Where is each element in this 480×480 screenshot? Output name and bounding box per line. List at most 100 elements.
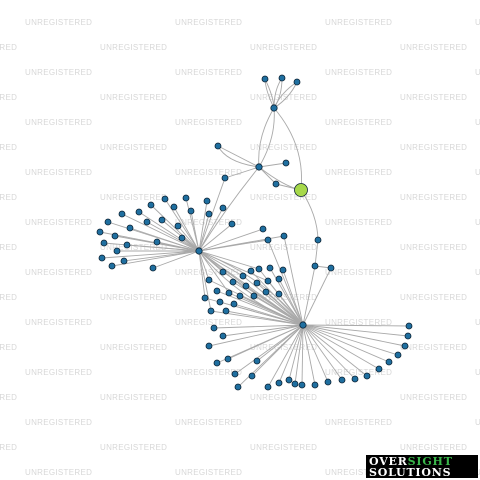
graph-edge	[302, 324, 329, 383]
graph-node	[275, 379, 283, 387]
graph-edge	[198, 223, 233, 252]
graph-node	[314, 236, 322, 244]
graph-node	[279, 266, 287, 274]
graph-edge	[177, 225, 200, 252]
graph-edge	[227, 324, 304, 360]
graph-edge	[278, 324, 304, 384]
graph-edge	[208, 324, 304, 347]
graph-node	[228, 220, 236, 228]
graph-node	[282, 159, 290, 167]
logo-row2: SOLUTIONS	[369, 467, 451, 478]
graph-node	[275, 290, 283, 298]
graph-node	[104, 218, 112, 226]
graph-edge	[302, 267, 332, 326]
graph-edge	[198, 250, 230, 294]
graph-edge	[234, 324, 304, 375]
graph-node	[96, 228, 104, 236]
graph-node	[170, 203, 178, 211]
graph-node	[264, 277, 272, 285]
graph-node	[98, 254, 106, 262]
graph-edge	[258, 166, 302, 191]
logo-row1: OVERSIGHT	[369, 456, 453, 467]
graph-node	[327, 264, 335, 272]
graph-edge	[294, 324, 304, 385]
graph-edge	[258, 162, 287, 168]
graph-node	[225, 289, 233, 297]
graph-edge	[138, 211, 200, 252]
graph-node	[203, 197, 211, 205]
graph-edge	[129, 227, 200, 252]
graph-node	[201, 294, 209, 302]
graph-node	[401, 342, 409, 350]
graph-node	[266, 264, 274, 272]
graph-node	[363, 372, 371, 380]
graph-edge	[302, 324, 356, 380]
graph-node	[158, 216, 166, 224]
graph-edge	[198, 250, 210, 281]
graph-node	[234, 383, 242, 391]
graph-edge	[269, 267, 304, 326]
graph-edge	[267, 324, 304, 388]
graph-node	[247, 267, 255, 275]
graph-node	[404, 332, 412, 340]
graph-edge	[198, 228, 264, 252]
graph-node	[213, 359, 221, 367]
graph-edge	[225, 310, 304, 326]
graph-edge	[301, 324, 304, 386]
graph-edge	[198, 250, 269, 282]
graph-node	[207, 307, 215, 315]
graph-node	[236, 292, 244, 300]
graph-edge	[302, 324, 343, 381]
graph-nodes	[96, 74, 413, 391]
graph-edge	[152, 250, 200, 269]
graph-node	[222, 307, 230, 315]
graph-hub-node	[299, 321, 307, 329]
graph-node	[216, 298, 224, 306]
graph-node	[272, 180, 280, 188]
graph-node	[385, 358, 393, 366]
graph-node	[275, 275, 283, 283]
graph-node	[311, 381, 319, 389]
graph-edge	[283, 235, 304, 326]
graph-node	[239, 272, 247, 280]
graph-edge	[302, 324, 399, 356]
graph-edge	[198, 250, 244, 277]
graph-edge	[173, 206, 200, 252]
graph-node	[259, 225, 267, 233]
graph-edge	[278, 278, 304, 326]
graph-node	[394, 351, 402, 359]
graph-node	[405, 322, 413, 330]
graph-hub-node	[255, 163, 263, 171]
graph-node	[229, 278, 237, 286]
graph-node	[205, 210, 213, 218]
graph-node	[351, 375, 359, 383]
graph-node	[250, 292, 258, 300]
graph-edge	[265, 291, 304, 326]
graph-edge	[302, 324, 410, 327]
graph-node	[205, 276, 213, 284]
graph-node	[230, 300, 238, 308]
graph-node	[293, 78, 301, 86]
graph-node	[253, 357, 261, 365]
graph-edge	[258, 107, 275, 168]
graph-edge	[242, 275, 304, 326]
graph-edge	[190, 210, 200, 252]
graph-node	[214, 142, 222, 150]
graph-edge	[258, 107, 275, 168]
graph-node	[219, 332, 227, 340]
graph-node	[161, 195, 169, 203]
graph-edge	[302, 324, 316, 386]
graph-edge	[126, 244, 200, 252]
graph-node	[147, 201, 155, 209]
graph-node	[324, 378, 332, 386]
graph-edge	[123, 250, 200, 262]
graph-node	[298, 381, 306, 389]
graph-node	[210, 324, 218, 332]
graph-edge	[302, 324, 368, 377]
graph-hub-node	[270, 104, 278, 112]
graph-edge	[198, 250, 304, 326]
graph-edge	[302, 265, 316, 326]
graph-edge	[216, 290, 304, 326]
graph-node	[291, 380, 299, 388]
graph-node	[205, 342, 213, 350]
